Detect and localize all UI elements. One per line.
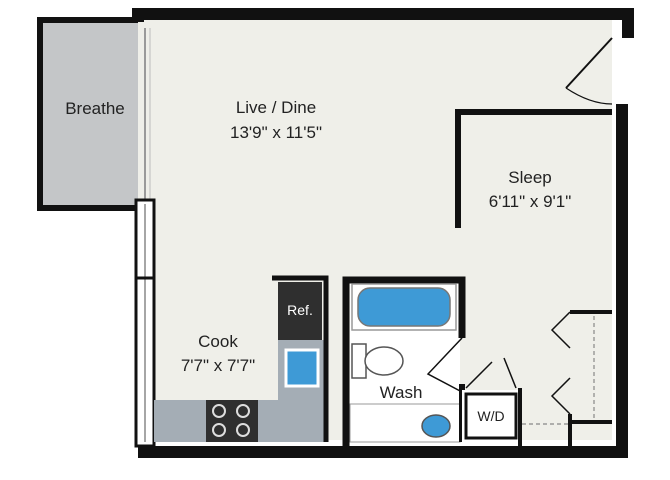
sleep-partition	[455, 109, 612, 228]
room-dimensions-live-dine: 13'9" x 11'5"	[230, 123, 322, 142]
room-label-wash: Wash	[380, 383, 423, 402]
floor-area	[138, 20, 612, 440]
kitchen-sink	[284, 348, 320, 388]
kitchen-wall	[272, 275, 329, 442]
toilet-bowl	[364, 346, 404, 376]
room-label-cook: Cook	[198, 332, 238, 351]
room-dimensions-sleep: 6'11" x 9'1"	[489, 192, 572, 211]
bathroom-sink	[421, 414, 451, 438]
closet-door-upper	[550, 311, 571, 349]
room-label-sleep: Sleep	[508, 168, 551, 187]
closet-door-lower	[550, 377, 571, 415]
entry-door-swing	[565, 87, 613, 105]
burner-icon	[212, 404, 226, 418]
entry-door-panel	[565, 37, 613, 89]
refrigerator-label: Ref.	[287, 302, 313, 318]
washer-dryer-label: W/D	[477, 408, 504, 424]
bathroom-door-swing	[426, 337, 463, 393]
burner-icon	[236, 423, 250, 437]
washer-dryer	[464, 392, 518, 440]
refrigerator	[278, 282, 322, 340]
outer-wall-top	[132, 8, 634, 38]
room-label-breathe: Breathe	[65, 99, 125, 118]
closet-wall	[568, 310, 612, 446]
toilet-tank	[351, 343, 367, 379]
room-dimensions-cook: 7'7" x 7'7"	[181, 356, 255, 375]
stove	[206, 400, 258, 442]
burner-icon	[236, 404, 250, 418]
bathtub-basin	[357, 287, 451, 327]
wd-door-right	[503, 357, 517, 389]
balcony-area	[40, 20, 138, 208]
burner-icon	[212, 423, 226, 437]
balcony-railing	[37, 17, 138, 211]
wd-door-left	[465, 361, 493, 389]
room-label-live-dine: Live / Dine	[236, 98, 316, 117]
bathroom-wall	[342, 276, 466, 448]
